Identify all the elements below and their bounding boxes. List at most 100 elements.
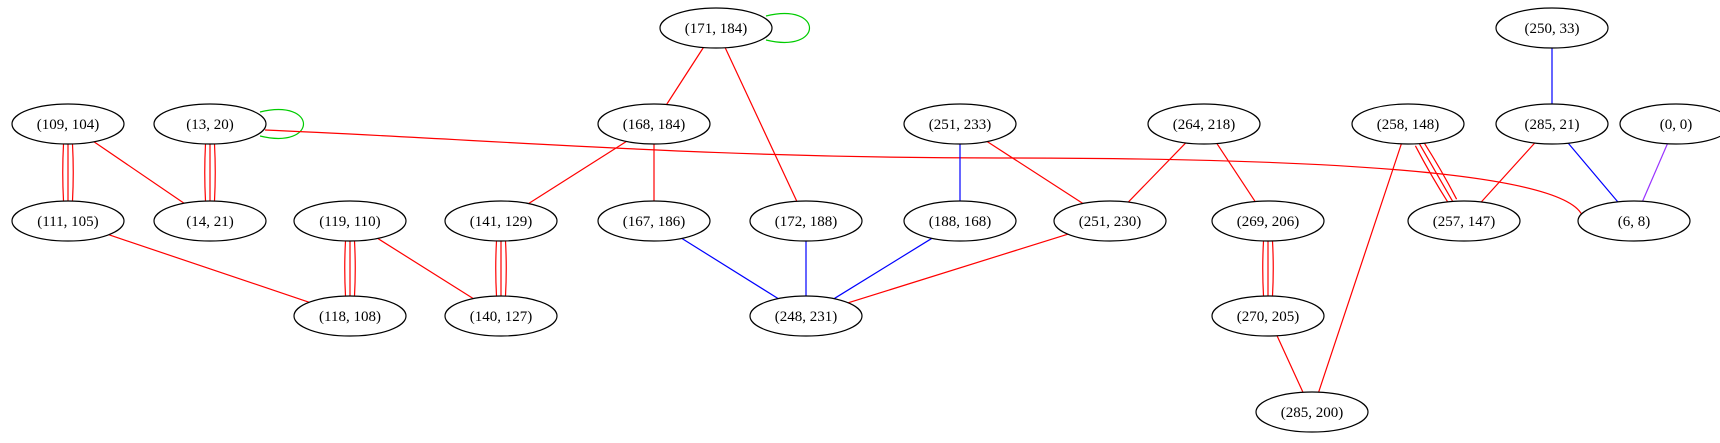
node-label: (250, 33) bbox=[1525, 21, 1580, 37]
node-ellipse bbox=[1211, 200, 1325, 242]
node-14_21: (14, 21) bbox=[153, 200, 267, 242]
node-172_188: (172, 188) bbox=[749, 200, 863, 242]
node-171_184: (171, 184) bbox=[659, 7, 773, 49]
node-ellipse bbox=[1577, 200, 1691, 242]
node-250_33: (250, 33) bbox=[1495, 7, 1609, 49]
edge-n285_21-n6_8 bbox=[1567, 142, 1619, 203]
node-ellipse bbox=[153, 103, 267, 145]
node-label: (285, 200) bbox=[1281, 405, 1344, 421]
edge-n13_20-n13_20-loop bbox=[259, 109, 305, 139]
edge-n264_218-n269_206 bbox=[1216, 143, 1256, 202]
node-label: (285, 21) bbox=[1525, 117, 1580, 133]
node-label: (14, 21) bbox=[186, 214, 234, 230]
node-label: (0, 0) bbox=[1660, 117, 1693, 133]
edge-n13_20-n14_21-1 bbox=[213, 143, 216, 202]
node-label: (167, 186) bbox=[623, 214, 686, 230]
node-264_218: (264, 218) bbox=[1147, 103, 1261, 145]
node-111_105: (111, 105) bbox=[11, 200, 125, 242]
edge-n264_218-n251_230 bbox=[1127, 142, 1187, 203]
node-label: (188, 168) bbox=[929, 214, 992, 230]
edge-n251_233-n251_230 bbox=[986, 141, 1084, 204]
node-label: (13, 20) bbox=[186, 117, 234, 133]
node-label: (269, 206) bbox=[1237, 214, 1300, 230]
node-label: (168, 184) bbox=[623, 117, 686, 133]
edge-n109_104-n111_105-1 bbox=[71, 143, 74, 202]
node-140_127: (140, 127) bbox=[444, 295, 558, 337]
node-ellipse bbox=[11, 200, 125, 242]
node-167_186: (167, 186) bbox=[597, 200, 711, 242]
node-ellipse bbox=[1619, 103, 1720, 145]
edge-n0_0-n6_8 bbox=[1642, 143, 1668, 202]
node-label: (172, 188) bbox=[775, 214, 838, 230]
node-label: (109, 104) bbox=[37, 117, 100, 133]
node-ellipse bbox=[903, 200, 1017, 242]
node-270_205: (270, 205) bbox=[1211, 295, 1325, 337]
node-label: (6, 8) bbox=[1618, 214, 1651, 230]
node-257_147: (257, 147) bbox=[1407, 200, 1521, 242]
node-ellipse bbox=[1255, 391, 1369, 433]
node-ellipse bbox=[1053, 200, 1167, 242]
node-ellipse bbox=[597, 200, 711, 242]
node-ellipse bbox=[153, 200, 267, 242]
node-label: (264, 218) bbox=[1173, 117, 1236, 133]
edge-n109_104-n111_105-3 bbox=[62, 143, 65, 202]
node-label: (270, 205) bbox=[1237, 309, 1300, 325]
node-ellipse bbox=[1495, 103, 1609, 145]
node-label: (257, 147) bbox=[1433, 214, 1496, 230]
node-ellipse bbox=[597, 103, 711, 145]
edge-n258_148-n257_147-3 bbox=[1414, 145, 1450, 204]
node-ellipse bbox=[749, 200, 863, 242]
node-248_231: (248, 231) bbox=[749, 295, 863, 337]
edge-n141_129-n140_127-3 bbox=[495, 240, 498, 297]
edge-n171_184-n168_184 bbox=[666, 47, 704, 105]
node-label: (251, 230) bbox=[1079, 214, 1142, 230]
edge-n285_21-n257_147 bbox=[1480, 142, 1536, 203]
edge-n119_110-n118_108-3 bbox=[344, 240, 347, 297]
nodes-layer: (171, 184) (250, 33) (109, 104) (13, 20) (16… bbox=[11, 7, 1720, 433]
edge-n251_230-n248_231 bbox=[847, 233, 1069, 304]
node-168_184: (168, 184) bbox=[597, 103, 711, 145]
node-label: (111, 105) bbox=[37, 214, 98, 230]
edge-n188_168-n248_231 bbox=[833, 237, 933, 300]
edge-n171_184-n171_184-loop bbox=[765, 13, 811, 43]
edge-n269_206-n270_205-1 bbox=[1271, 240, 1274, 297]
edge-n13_20-n14_21-3 bbox=[204, 143, 207, 202]
node-251_233: (251, 233) bbox=[903, 103, 1017, 145]
node-258_148: (258, 148) bbox=[1351, 103, 1465, 145]
node-ellipse bbox=[444, 200, 558, 242]
node-109_104: (109, 104) bbox=[11, 103, 125, 145]
node-ellipse bbox=[1147, 103, 1261, 145]
edge-n171_184-n172_188 bbox=[724, 47, 798, 202]
edge-n270_205-n285_200 bbox=[1276, 335, 1304, 393]
node-285_21: (285, 21) bbox=[1495, 103, 1609, 145]
node-ellipse bbox=[11, 103, 125, 145]
node-269_206: (269, 206) bbox=[1211, 200, 1325, 242]
node-label: (140, 127) bbox=[470, 309, 533, 325]
node-ellipse bbox=[1495, 7, 1609, 49]
edges-layer bbox=[62, 13, 1668, 393]
node-ellipse bbox=[293, 295, 407, 337]
edge-n119_110-n140_127 bbox=[377, 237, 474, 300]
node-ellipse bbox=[659, 7, 773, 49]
node-label: (119, 110) bbox=[319, 214, 380, 230]
node-118_108: (118, 108) bbox=[293, 295, 407, 337]
node-251_230: (251, 230) bbox=[1053, 200, 1167, 242]
node-ellipse bbox=[1351, 103, 1465, 145]
edge-n13_20-n6_8 bbox=[264, 129, 1583, 216]
node-ellipse bbox=[903, 103, 1017, 145]
node-label: (248, 231) bbox=[775, 309, 838, 325]
node-6_8: (6, 8) bbox=[1577, 200, 1691, 242]
edge-n109_104-n14_21 bbox=[93, 141, 185, 204]
node-119_110: (119, 110) bbox=[293, 200, 407, 242]
node-ellipse bbox=[293, 200, 407, 242]
node-13_20: (13, 20) bbox=[153, 103, 267, 145]
edge-n258_148-n257_147-1 bbox=[1422, 141, 1458, 200]
edge-n141_129-n140_127-1 bbox=[504, 240, 507, 297]
node-0_0: (0, 0) bbox=[1619, 103, 1720, 145]
node-188_168: (188, 168) bbox=[903, 200, 1017, 242]
node-ellipse bbox=[1211, 295, 1325, 337]
node-label: (251, 233) bbox=[929, 117, 992, 133]
node-label: (171, 184) bbox=[685, 21, 748, 37]
node-ellipse bbox=[1407, 200, 1521, 242]
edge-n168_184-n141_129 bbox=[528, 140, 627, 205]
